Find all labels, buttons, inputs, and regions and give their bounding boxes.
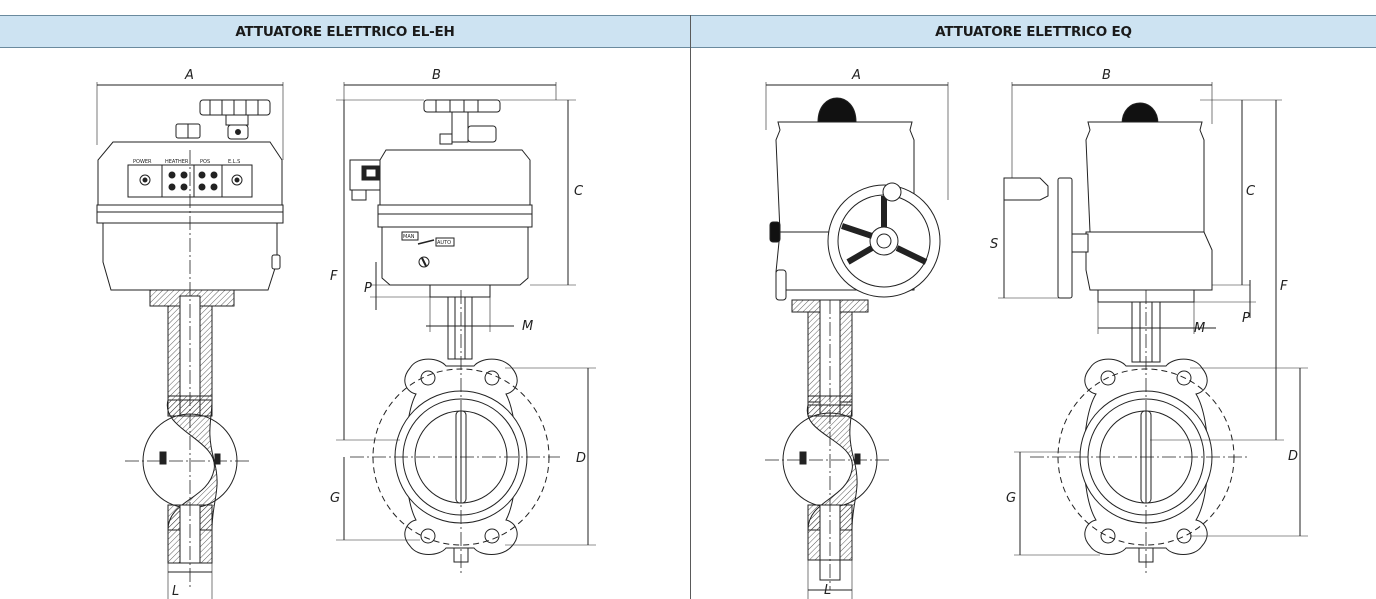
dim-label-g-left: G	[330, 491, 340, 506]
eq-side-view	[998, 82, 1308, 575]
dim-label-c-right: C	[1246, 184, 1256, 199]
dim-label-p-left: P	[364, 281, 372, 296]
header-eq: ATTUATORE ELETTRICO EQ	[691, 15, 1376, 48]
switch-label-auto: AUTO	[437, 240, 451, 246]
dim-label-a-right: A	[851, 68, 861, 83]
eq-front-labels: A L	[824, 68, 861, 598]
indicator-panel	[127, 164, 253, 198]
panel-label-pos: POS	[200, 159, 210, 165]
dim-label-d-left: D	[576, 451, 586, 466]
eq-front-view	[765, 82, 949, 599]
panel-divider	[690, 15, 691, 599]
dim-label-d-right: D	[1288, 449, 1298, 464]
panel-label-els: E.L.S	[228, 159, 240, 165]
panel-label-power: POWER	[133, 159, 152, 165]
man-switch	[401, 231, 419, 241]
dim-label-a-left: A	[184, 68, 194, 83]
switch-label-man: MAN	[403, 234, 415, 240]
dim-label-s-right: S	[990, 237, 998, 252]
dim-label-m-left: M	[522, 319, 533, 334]
header-el-eh: ATTUATORE ELETTRICO EL-EH	[0, 15, 690, 48]
panel-label-heather: HEATHER	[165, 159, 189, 165]
el-eh-side-view	[336, 82, 596, 575]
auto-switch	[435, 237, 455, 247]
el-eh-side-labels: MAN AUTO B F C P M D G	[330, 68, 586, 506]
dim-label-l-left: L	[172, 584, 179, 599]
dim-label-f-left: F	[330, 269, 338, 284]
dim-label-m-right: M	[1194, 321, 1205, 336]
dim-label-f-right: F	[1280, 279, 1288, 294]
dim-label-b-left: B	[432, 68, 441, 83]
dim-label-p-right: P	[1242, 311, 1250, 326]
el-eh-front-labels: POWER HEATHER POS E.L.S A L	[133, 68, 240, 599]
dim-label-b-right: B	[1102, 68, 1111, 83]
dim-label-c-left: C	[574, 184, 584, 199]
eq-side-labels: B S C F P M D G	[990, 68, 1298, 506]
dim-label-l-right: L	[824, 583, 831, 598]
el-eh-front-view	[96, 82, 284, 599]
dim-label-g-right: G	[1006, 491, 1016, 506]
